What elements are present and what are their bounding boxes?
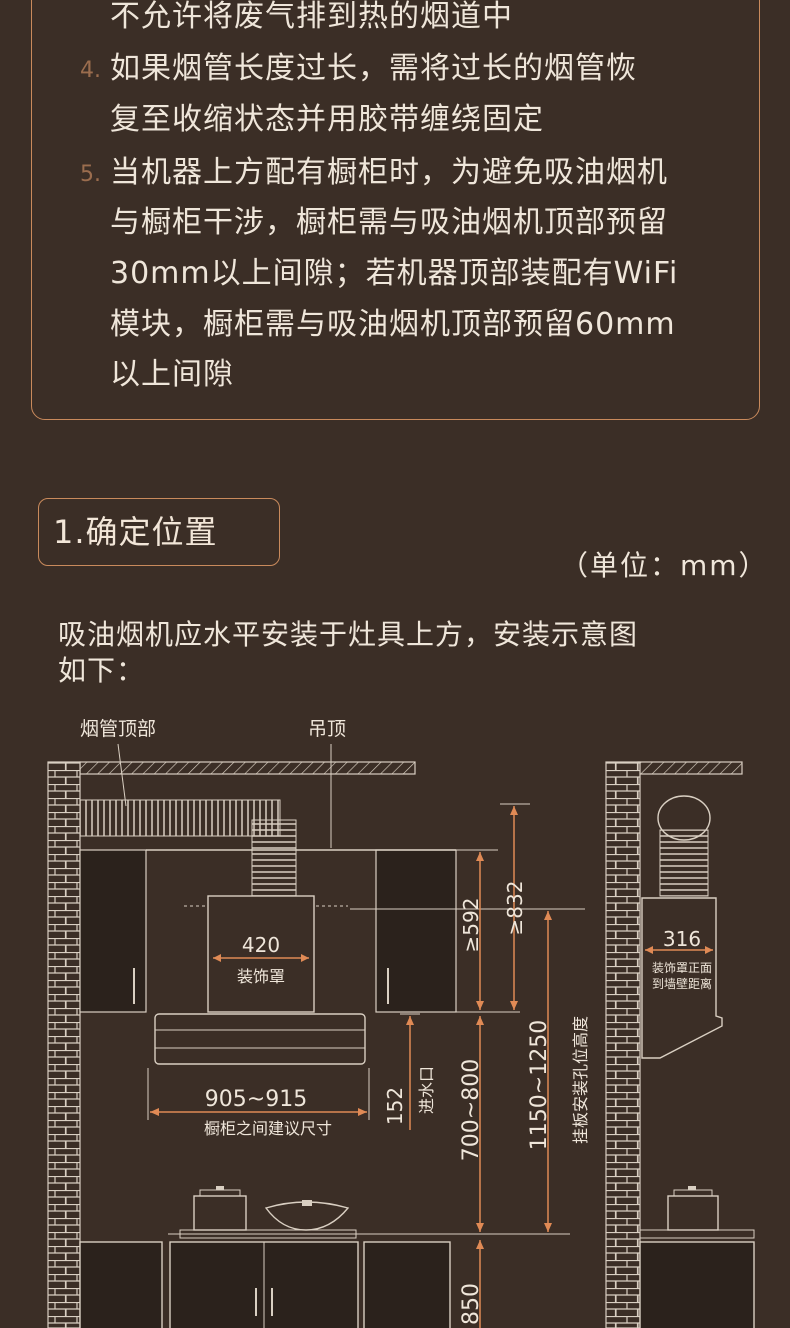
upper-cabinet-right	[375, 849, 457, 1013]
side-depth: 316	[663, 927, 701, 951]
note-line: 复至收缩状态并用胶带缠绕固定	[110, 102, 544, 137]
wok	[264, 1201, 350, 1231]
note-line: 与橱柜干涉，橱柜需与吸油烟机顶部预留	[110, 205, 668, 240]
lower-cabinet-right	[363, 1241, 451, 1328]
description-line: 吸油烟机应水平安装于灶具上方，安装示意图	[58, 618, 639, 651]
unit-label: （单位：mm）	[560, 549, 769, 582]
cover-width: 420	[242, 933, 280, 957]
side-ceiling	[637, 761, 743, 775]
inlet-height: 152	[383, 1087, 407, 1125]
label-duct-top: 烟管顶部	[80, 718, 156, 740]
side-brick-wall	[605, 761, 641, 1328]
left-brick-wall	[47, 761, 81, 1328]
note-line: 30mm以上间隙；若机器顶部装配有WiFi	[110, 256, 679, 291]
installation-diagram: 420 装饰罩 烟管顶部 吊顶 905~915 橱柜之间建议尺寸 152 进水口…	[47, 718, 755, 1328]
note-line: 不允许将废气排到热的烟道中	[110, 0, 513, 34]
decorative-cover	[207, 895, 315, 1013]
side-pot	[667, 1195, 719, 1231]
hood-span: 905~915	[205, 1087, 307, 1112]
upper-cabinet-left	[79, 849, 147, 1013]
plate-caption: 挂板安装孔位高度	[571, 1016, 590, 1144]
pot	[193, 1195, 247, 1231]
note-line: 如果烟管长度过长，需将过长的烟管恢	[110, 51, 637, 86]
side-caption-2: 到墙壁距离	[652, 976, 712, 991]
notice-box	[31, 0, 760, 420]
side-caption-1: 装饰罩正面	[652, 961, 712, 975]
flexible-duct-vertical	[251, 819, 297, 897]
section-title: 1.确定位置	[38, 498, 280, 566]
description-line: 如下：	[58, 654, 146, 687]
lower-cabinet-left	[79, 1241, 163, 1328]
note-line: 模块，橱柜需与吸油烟机顶部预留60mm	[110, 307, 676, 342]
item-number: 4.	[80, 58, 101, 83]
dim-1150-1250: 1150~1250	[527, 1020, 552, 1150]
range-hood	[154, 1013, 366, 1065]
dim-700-800: 700~800	[459, 1059, 484, 1161]
ceiling-slab	[79, 761, 416, 775]
inlet-label: 进水口	[417, 1066, 436, 1114]
note-line: 当机器上方配有橱柜时，为避免吸油烟机	[110, 155, 668, 190]
cover-label: 装饰罩	[237, 967, 285, 986]
flexible-duct	[79, 799, 281, 837]
dim-850: 850	[459, 1283, 484, 1325]
hood-span-caption: 橱柜之间建议尺寸	[204, 1119, 332, 1138]
item-number: 5.	[80, 162, 101, 187]
side-lower-cabinet	[639, 1241, 755, 1328]
side-duct	[659, 829, 709, 897]
dim-592: ≥592	[459, 898, 483, 953]
label-ceiling: 吊顶	[308, 718, 346, 740]
note-line: 以上间隙	[110, 357, 234, 392]
side-hood-profile	[641, 897, 723, 1059]
dim-832: ≥832	[503, 881, 527, 936]
